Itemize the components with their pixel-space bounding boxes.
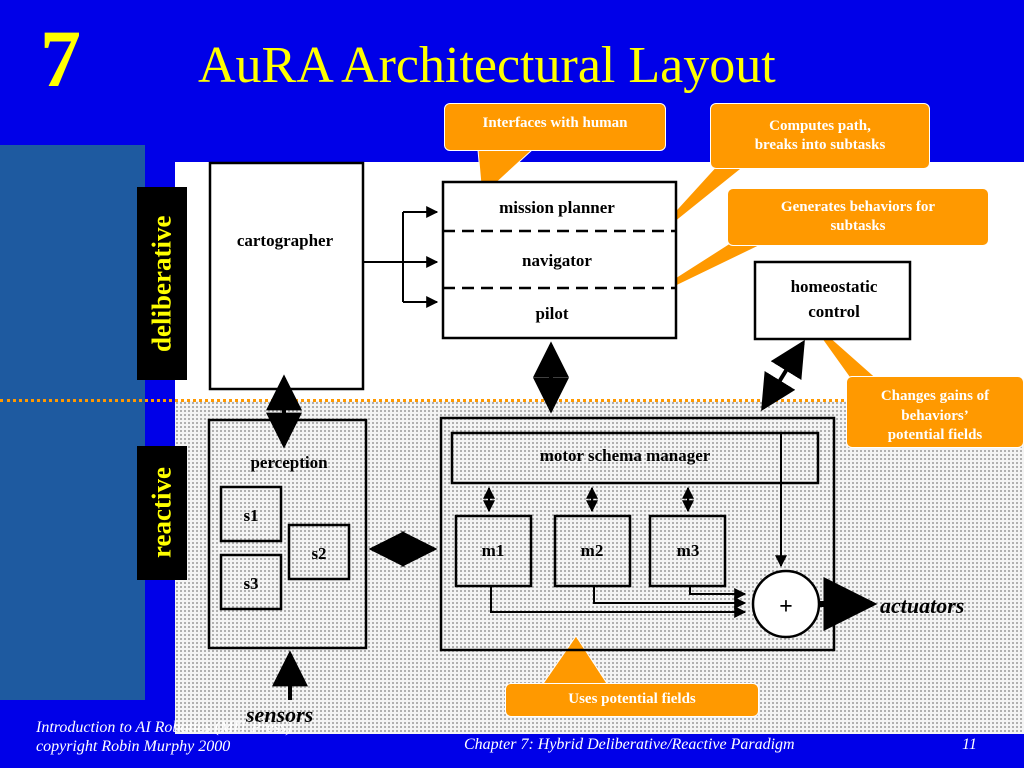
callout-pointer-uses-potential	[539, 635, 611, 689]
slide-title: AuRA Architectural Layout	[198, 37, 776, 94]
navigator-label: navigator	[522, 251, 592, 270]
planner-stack-box: mission planner navigator pilot	[441, 180, 678, 340]
chapter-number: 7	[40, 13, 81, 104]
pilot-label: pilot	[535, 304, 568, 323]
cartographer-label: cartographer	[237, 231, 334, 250]
sensor-s1-box	[219, 485, 283, 543]
motor-schema-outer-box: motor schema manager m1 m2 m3	[439, 416, 836, 652]
motor-schema-m1-box	[454, 514, 533, 588]
footer-chapter-text: Chapter 7: Hybrid Deliberative/Reactive …	[464, 736, 795, 753]
motor-schema-m2-label: m2	[581, 541, 604, 560]
motor-schema-m1-label: m1	[482, 541, 505, 560]
sensor-s1-label: s1	[243, 506, 258, 525]
motor-schema-m2-box	[553, 514, 632, 588]
motor-schema-manager-box	[450, 431, 820, 485]
motor-schema-m3-box	[648, 514, 727, 588]
manager-to-schema-arrows	[483, 486, 694, 513]
sensors-input-label: sensors	[245, 702, 313, 727]
perception-label: perception	[250, 453, 328, 472]
motor-schema-manager-label: motor schema manager	[540, 446, 711, 465]
left-sidebar-panel	[0, 145, 145, 700]
actuators-label: actuators	[880, 593, 964, 618]
schema-to-sum-arrows	[490, 433, 787, 618]
homeostatic-label: homeostatic	[791, 277, 878, 296]
mission-planner-label: mission planner	[499, 198, 615, 217]
callout-computes-path: Computes path,breaks into subtasks	[710, 103, 930, 169]
sensor-s2-box	[287, 523, 351, 581]
homeostatic-control-box: homeostatic control	[753, 260, 912, 341]
cartographer-box: cartographer	[208, 161, 365, 391]
control-label: control	[808, 302, 860, 321]
callout-interfaces-with-human: Interfaces with human	[444, 103, 666, 151]
sensor-s2-label: s2	[311, 544, 326, 563]
perception-box: perception s1 s2 s3	[207, 418, 368, 650]
sum-symbol: +	[779, 594, 793, 620]
sensor-s3-label: s3	[243, 574, 258, 593]
sensor-s3-box	[219, 553, 283, 611]
interlayer-arrows	[266, 339, 878, 700]
layer-divider-line	[0, 399, 1024, 402]
callout-uses-potential-fields: Uses potential fields	[505, 683, 759, 717]
sum-node: +	[751, 569, 821, 639]
cartographer-to-planner-arrows	[363, 206, 439, 308]
motor-schema-m3-label: m3	[677, 541, 700, 560]
footer-page-number: 11	[962, 736, 977, 753]
footer-left-text: Introduction to AI Robotics (MIT Press) …	[36, 719, 292, 756]
